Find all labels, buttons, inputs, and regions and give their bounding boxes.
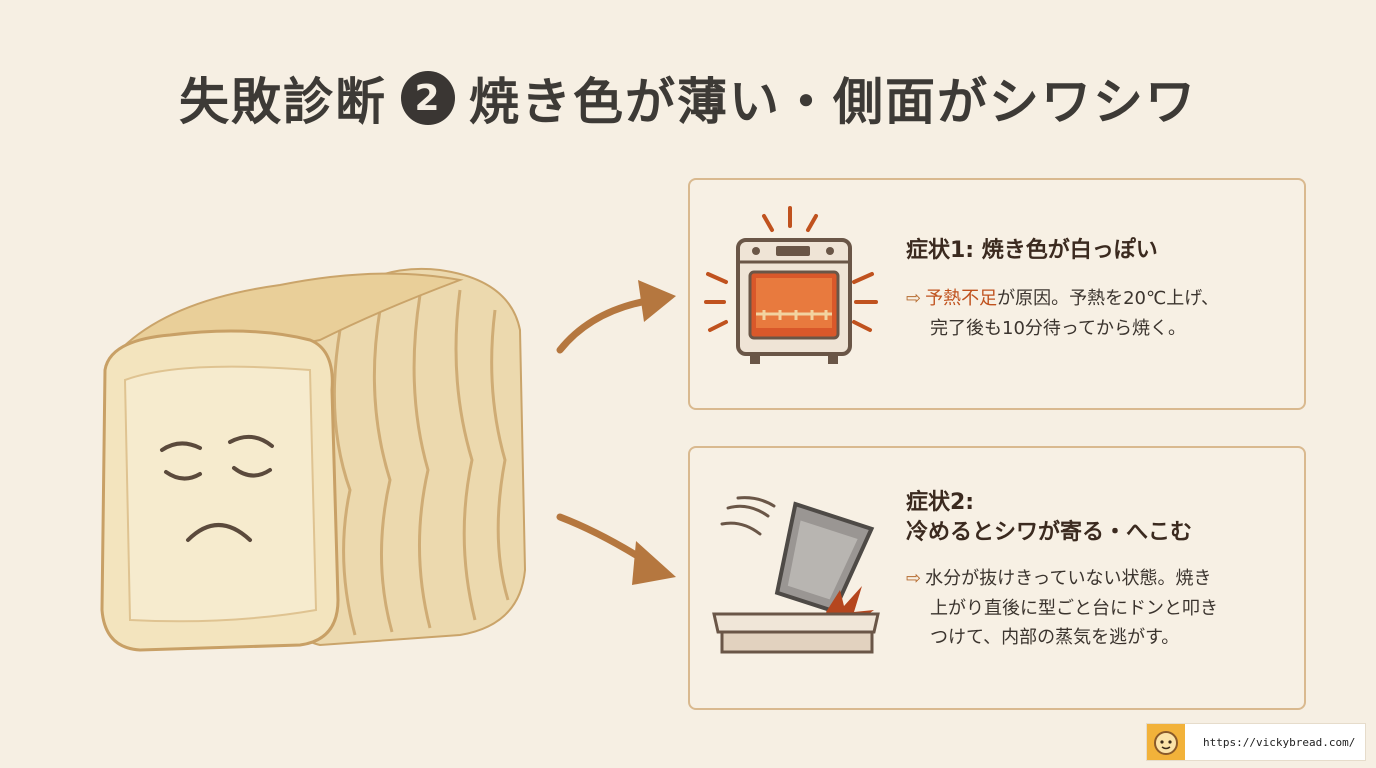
symptom1-card: 症状1: 焼き色が白っぽい ⇨予熱不足が原因。予熱を20℃上げ、 完了後も10分… bbox=[688, 178, 1306, 410]
symptom1-description: ⇨予熱不足が原因。予熱を20℃上げ、 完了後も10分待ってから焼く。 bbox=[906, 288, 1219, 339]
page-title: 失敗診断 2 焼き色が薄い・側面がシワシワ bbox=[0, 62, 1376, 134]
oven-icon bbox=[704, 206, 878, 364]
site-url-link[interactable]: https://vickybread.com/ bbox=[1203, 735, 1356, 749]
title-prefix: 失敗診断 bbox=[179, 73, 387, 131]
tapping-pan-icon bbox=[712, 496, 880, 654]
arrow-to-symptom2 bbox=[556, 513, 676, 585]
sad-face bbox=[160, 434, 274, 542]
step-number-badge: 2 bbox=[401, 71, 455, 125]
symptom2-card: 症状2: 冷めるとシワが寄る・へこむ ⇨水分が抜けきっていない状態。焼き 上がり… bbox=[688, 446, 1306, 710]
highlight-cause: 予熱不足 bbox=[925, 288, 998, 309]
pointer-arrow-icon: ⇨ bbox=[906, 568, 922, 589]
arrow-to-symptom1 bbox=[556, 280, 676, 354]
pointer-arrow-icon: ⇨ bbox=[906, 288, 922, 309]
title-text: 焼き色が薄い・側面がシワシワ bbox=[469, 73, 1197, 131]
wrinkled-bread-illustration bbox=[100, 267, 527, 652]
bread-mascot-icon bbox=[1147, 724, 1185, 760]
symptom2-heading: 症状2: 冷めるとシワが寄る・へこむ bbox=[906, 490, 1193, 545]
symptom2-description: ⇨水分が抜けきっていない状態。焼き 上がり直後に型ごと台にドンと叩き つけて、内… bbox=[906, 568, 1218, 649]
symptom1-heading: 症状1: 焼き色が白っぽい bbox=[906, 238, 1158, 263]
site-logo-badge[interactable]: https://vickybread.com/ bbox=[1146, 723, 1366, 761]
